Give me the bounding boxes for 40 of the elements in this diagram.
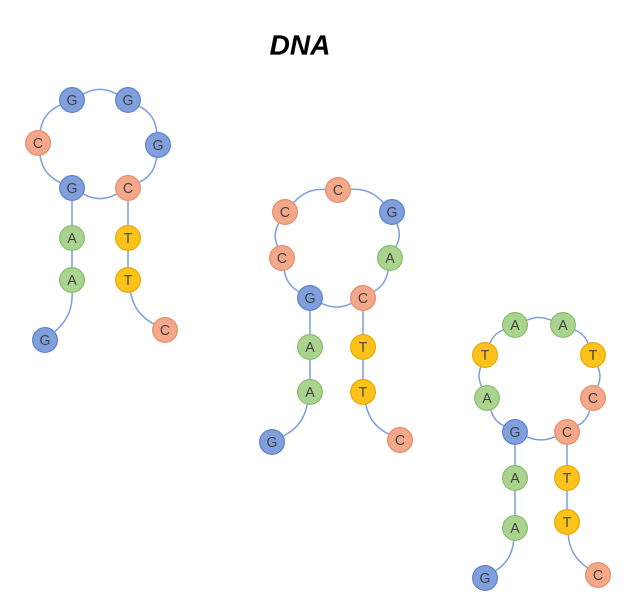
strand-line	[309, 360, 311, 380]
strand-line	[365, 404, 389, 435]
strand-line	[309, 310, 311, 334]
strand-line	[526, 316, 552, 321]
strand-line	[514, 490, 516, 516]
strand-line	[130, 292, 154, 324]
strand-line	[514, 444, 516, 466]
strand-line	[127, 250, 129, 268]
strand-line	[566, 490, 568, 510]
strand-line	[362, 360, 364, 380]
strand-line	[127, 200, 129, 226]
strand-line	[321, 302, 352, 308]
strand-line	[495, 540, 514, 572]
strand-line	[54, 292, 73, 332]
strand-line	[566, 444, 568, 466]
strand-line	[139, 158, 158, 183]
strand-line	[490, 410, 504, 426]
strand-line	[39, 156, 61, 184]
strand-line	[489, 329, 504, 344]
strand-line	[478, 366, 482, 387]
strand-line	[283, 404, 308, 437]
strand-line	[526, 436, 556, 441]
strand-line	[350, 188, 384, 204]
strand-line	[83, 88, 117, 95]
strand-line	[574, 329, 589, 344]
strand-line	[395, 224, 400, 247]
strand-line	[274, 223, 280, 246]
strand-line	[71, 250, 73, 268]
strand-line	[83, 193, 117, 200]
strand-line	[567, 534, 588, 568]
strand-line	[362, 310, 364, 334]
strand-line	[597, 366, 601, 386]
strand-line	[374, 270, 389, 292]
title: DNA	[270, 35, 328, 55]
strand-line	[139, 105, 158, 132]
strand-line	[578, 410, 590, 426]
strand-line	[71, 200, 73, 226]
strand-line	[284, 270, 300, 292]
strand-line	[293, 188, 326, 203]
strand-line	[40, 104, 60, 130]
